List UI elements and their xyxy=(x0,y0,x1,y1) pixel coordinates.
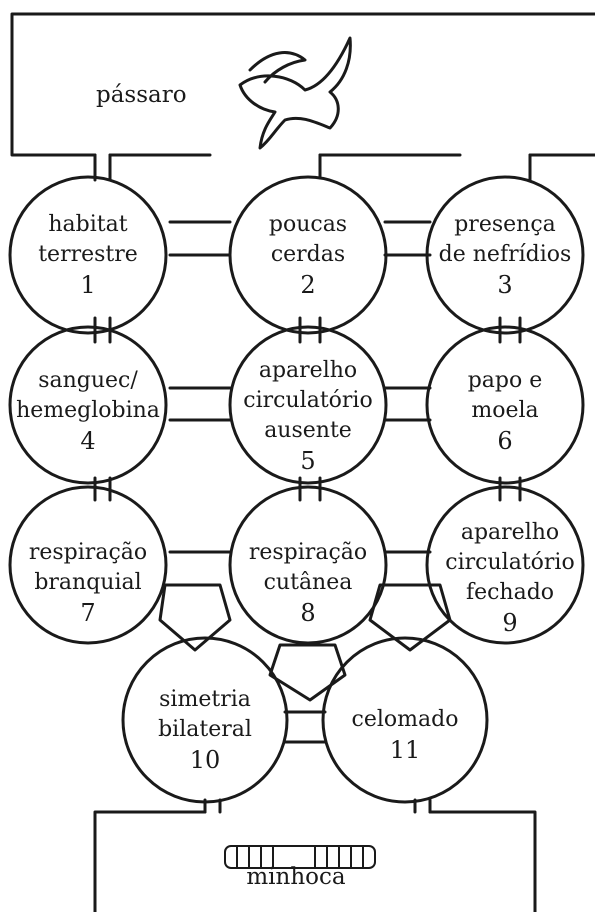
obstacle-left xyxy=(158,583,232,652)
cell-7-line-2: branquial xyxy=(34,570,142,595)
cell-5-line-2: circulatório xyxy=(243,388,373,413)
cell-label-9: aparelho circulatório fechado 9 xyxy=(425,518,595,638)
cell-2-number: 2 xyxy=(300,271,316,299)
cell-3-number: 3 xyxy=(497,271,513,299)
bottom-room-label: minhoca xyxy=(246,864,346,890)
cell-label-4: sanguec/ hemeglobina 4 xyxy=(3,366,173,456)
top-room-label: pássaro xyxy=(96,82,187,108)
cell-4-line-2: hemeglobina xyxy=(16,398,160,423)
cell-label-11: celomado 11 xyxy=(320,705,490,765)
cell-3-line-1: presença xyxy=(454,212,556,237)
cell-9-line-1: aparelho xyxy=(460,520,560,545)
cell-11-number: 11 xyxy=(389,736,421,764)
cell-circle-1 xyxy=(8,175,168,335)
cell-label-8: respiração cutânea 8 xyxy=(223,538,393,628)
cell-8-line-2: cutânea xyxy=(263,570,353,595)
cell-circle-8 xyxy=(228,485,388,645)
cell-6-line-2: moela xyxy=(471,398,539,423)
cell-7-number: 7 xyxy=(80,599,96,627)
cell-9-line-3: fechado xyxy=(465,580,555,605)
cell-label-5: aparelho circulatório ausente 5 xyxy=(223,356,393,476)
cell-4-line-1: sanguec/ xyxy=(38,368,138,393)
cell-4-number: 4 xyxy=(80,427,96,455)
cell-label-2: poucas cerdas 2 xyxy=(223,210,393,300)
cell-1-line-1: habitat xyxy=(48,212,128,237)
cell-10-line-1: simetria xyxy=(159,687,251,712)
cell-label-10: simetria bilateral 10 xyxy=(120,685,290,775)
obstacle-right xyxy=(368,583,452,652)
cell-circle-4 xyxy=(8,325,168,485)
cell-3-line-2: de nefrídios xyxy=(438,242,572,267)
cell-circle-5 xyxy=(228,325,388,485)
cell-9-number: 9 xyxy=(502,609,518,637)
cell-9-line-2: circulatório xyxy=(445,550,575,575)
cell-circle-7 xyxy=(8,485,168,645)
cell-6-number: 6 xyxy=(497,427,513,455)
cell-11-line-1: celomado xyxy=(351,707,459,732)
obstacle-center xyxy=(268,643,347,702)
cell-7-line-1: respiração xyxy=(28,540,148,565)
dove-icon xyxy=(238,36,352,150)
cell-circle-9 xyxy=(425,485,585,645)
cell-label-3: presença de nefrídios 3 xyxy=(420,210,590,300)
earthworm-icon xyxy=(224,845,376,869)
cell-10-number: 10 xyxy=(189,746,221,774)
corridor-walls xyxy=(93,153,532,814)
cell-5-line-3: ausente xyxy=(264,418,352,443)
top-room-wall xyxy=(10,12,595,157)
cell-2-line-2: cerdas xyxy=(270,242,346,267)
cell-5-number: 5 xyxy=(300,447,316,475)
cell-6-line-1: papo e xyxy=(467,368,543,393)
cell-circle-6 xyxy=(425,325,585,485)
cell-label-1: habitat terrestre 1 xyxy=(3,210,173,300)
cell-5-line-1: aparelho xyxy=(258,358,358,383)
cell-1-number: 1 xyxy=(80,271,96,299)
bottom-room-wall xyxy=(93,810,537,912)
cell-label-6: papo e moela 6 xyxy=(420,366,590,456)
cell-8-line-1: respiração xyxy=(248,540,368,565)
cell-8-number: 8 xyxy=(300,599,316,627)
cell-circle-11 xyxy=(321,636,489,804)
cell-label-7: respiração branquial 7 xyxy=(3,538,173,628)
cell-1-line-2: terrestre xyxy=(38,242,138,267)
cell-2-line-1: poucas xyxy=(268,212,348,237)
cell-10-line-2: bilateral xyxy=(158,717,252,742)
